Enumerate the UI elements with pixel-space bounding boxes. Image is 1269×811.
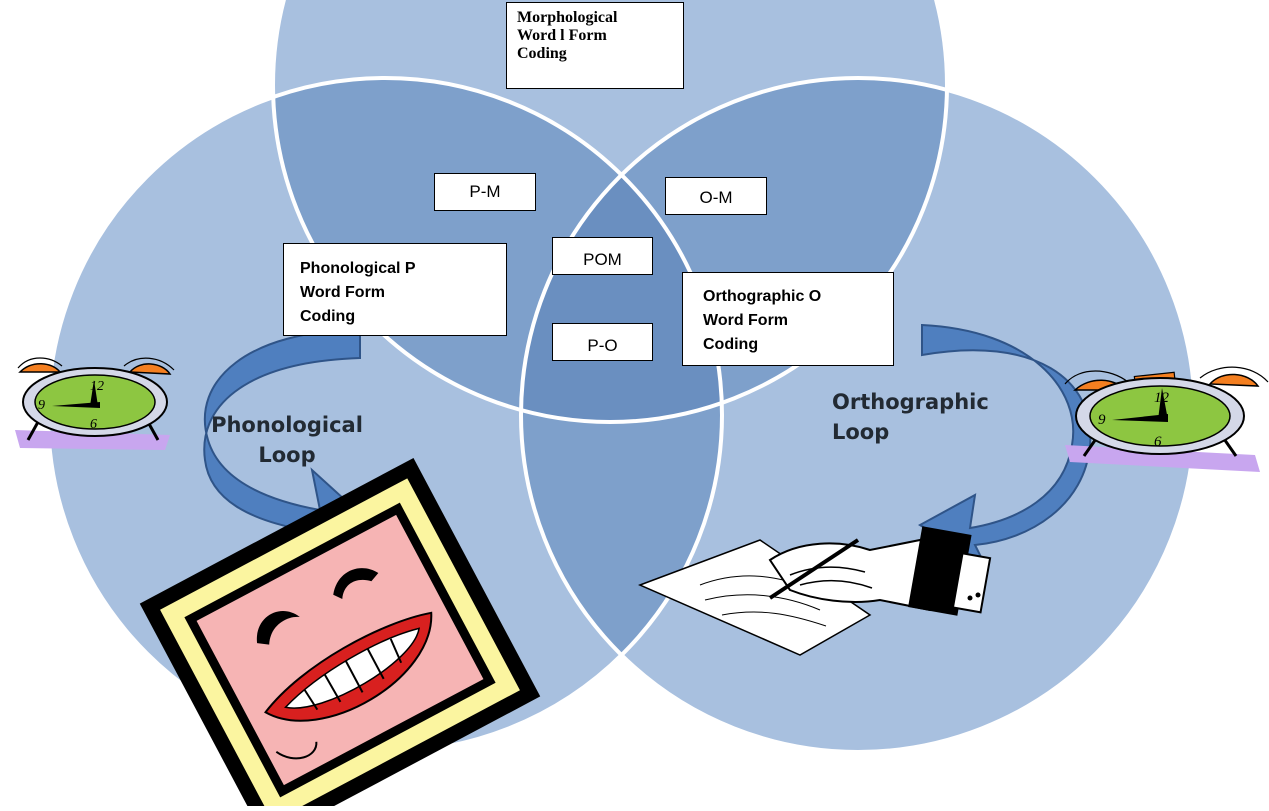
pom-overlap-label: POM — [583, 250, 622, 269]
phonological-coding-label: Phonological P Word Form Coding — [300, 260, 416, 325]
left-alarm-clock-icon: 12 9 6 — [15, 357, 175, 450]
writing-hand-icon — [638, 526, 992, 656]
po-overlap-box: P-O — [552, 323, 653, 361]
smiling-mouth-picture-icon — [139, 458, 541, 811]
morphological-coding-label: Morphological Word l Form Coding — [517, 9, 618, 62]
orthographic-coding-box: Orthographic O Word Form Coding — [682, 272, 894, 366]
pm-overlap-label: P-M — [469, 182, 501, 201]
clock-numeral-12: 12 — [90, 379, 104, 394]
orthographic-loop-label: Orthographic Loop — [832, 390, 989, 444]
phonological-coding-box: Phonological P Word Form Coding — [283, 243, 507, 336]
morphological-coding-box: Morphological Word l Form Coding — [506, 2, 684, 89]
clock-numeral-6: 6 — [90, 417, 97, 432]
clock-numeral-9: 9 — [38, 398, 45, 413]
orthographic-coding-label: Orthographic O Word Form Coding — [703, 288, 822, 353]
svg-text:9: 9 — [1098, 412, 1106, 428]
pom-overlap-box: POM — [552, 237, 653, 275]
phonological-loop-label: Phonological Loop — [211, 413, 363, 467]
pm-overlap-box: P-M — [434, 173, 536, 211]
svg-text:6: 6 — [1154, 434, 1162, 450]
om-overlap-label: O-M — [699, 188, 733, 207]
po-overlap-label: P-O — [587, 336, 618, 355]
om-overlap-box: O-M — [665, 177, 767, 215]
right-alarm-clock-icon: 12 9 6 — [1064, 366, 1269, 472]
